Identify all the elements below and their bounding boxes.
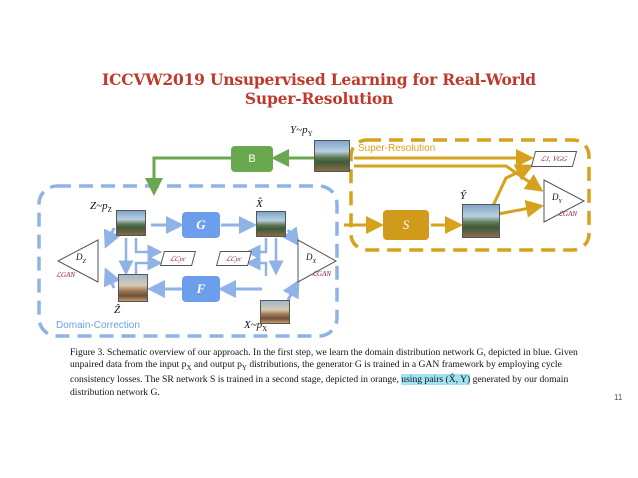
- discriminator-dy-loss: ℒGAN: [558, 210, 578, 218]
- f-block: F: [182, 276, 220, 302]
- arrow-z-to-dz: [103, 227, 121, 249]
- caption-highlight: using pairs (X̂, Y): [401, 374, 471, 386]
- arrow-xhat-to-dx: [281, 226, 300, 247]
- y-distribution-label: Y~pY: [290, 124, 313, 139]
- discriminator-dy-label: DY: [552, 192, 562, 205]
- figure-arrows-svg: [37, 138, 591, 338]
- schematic-figure: Y~pY Z~pZ X~pX X̂ Ŷ Ẑ Super-Resolution D…: [36, 118, 602, 346]
- super-resolution-region: [349, 138, 591, 252]
- z-hat-label: Ẑ: [114, 304, 121, 316]
- z-distribution-label: Z~pZ: [90, 200, 112, 215]
- figure-caption: Figure 3. Schematic overview of our appr…: [70, 347, 578, 398]
- arrow-x-to-dx: [282, 279, 300, 301]
- cycle-loss-x-box: ℒCyc: [215, 251, 253, 266]
- y-hat-label: Ŷ: [460, 190, 467, 202]
- b-block: B: [231, 146, 273, 172]
- caption-text-b: and output p: [191, 359, 242, 371]
- arrow-zhat-to-lcyc: [134, 255, 163, 276]
- s-block: S: [383, 210, 429, 240]
- image-x: [260, 300, 290, 324]
- arrow-z-to-lcyc: [134, 238, 163, 260]
- arrow-yhat-to-l1: [489, 164, 534, 211]
- slide-title: ICCVW2019 Unsupervised Learning for Real…: [0, 70, 638, 108]
- page-number: 11: [614, 393, 623, 402]
- discriminator-dx-shape: [297, 239, 338, 283]
- x-distribution-label: X~pX: [244, 319, 268, 334]
- image-y-hat: [462, 204, 500, 238]
- super-resolution-label: Super-Resolution: [358, 143, 436, 154]
- arrow-zhat-to-dz: [103, 267, 121, 289]
- discriminator-dx-label: DX: [306, 252, 317, 265]
- slide-title-line2: Super-Resolution: [244, 89, 394, 108]
- image-y: [314, 140, 350, 172]
- image-z-hat: [118, 274, 148, 302]
- arrow-yhat-to-dy: [497, 199, 544, 218]
- x-hat-label: X̂: [256, 198, 263, 210]
- image-z: [116, 210, 146, 236]
- caption-text-a: Figure 3. Schematic overview of our appr…: [70, 347, 578, 371]
- discriminator-dz-loss: ℒGAN: [56, 271, 76, 279]
- caption-text-d: generated by our domain distribution net…: [70, 374, 569, 398]
- g-block: G: [182, 212, 220, 238]
- discriminator-dz-shape: [56, 239, 99, 283]
- discriminator-dx-loss: ℒGAN: [312, 270, 332, 278]
- l1-vgg-loss-box: ℒ1, VGG: [530, 151, 578, 167]
- cycle-loss-z-box: ℒCyc: [159, 251, 197, 266]
- domain-correction-label: Domain-Correction: [56, 320, 140, 331]
- arrow-x-to-lcyc: [245, 255, 268, 276]
- slide-title-line1: ICCVW2019 Unsupervised Learning for Real…: [102, 70, 536, 89]
- arrow-b-to-z: [145, 156, 231, 196]
- image-x-hat: [256, 211, 286, 237]
- discriminator-dz-label: DZ: [76, 252, 86, 265]
- caption-text-c: distributions, the generator G is traine…: [70, 359, 562, 386]
- domain-correction-region: [37, 184, 339, 338]
- arrow-y-to-dy: [354, 164, 544, 192]
- arrow-xhat-to-lcyc: [245, 238, 268, 260]
- discriminator-dy-shape: [543, 179, 586, 223]
